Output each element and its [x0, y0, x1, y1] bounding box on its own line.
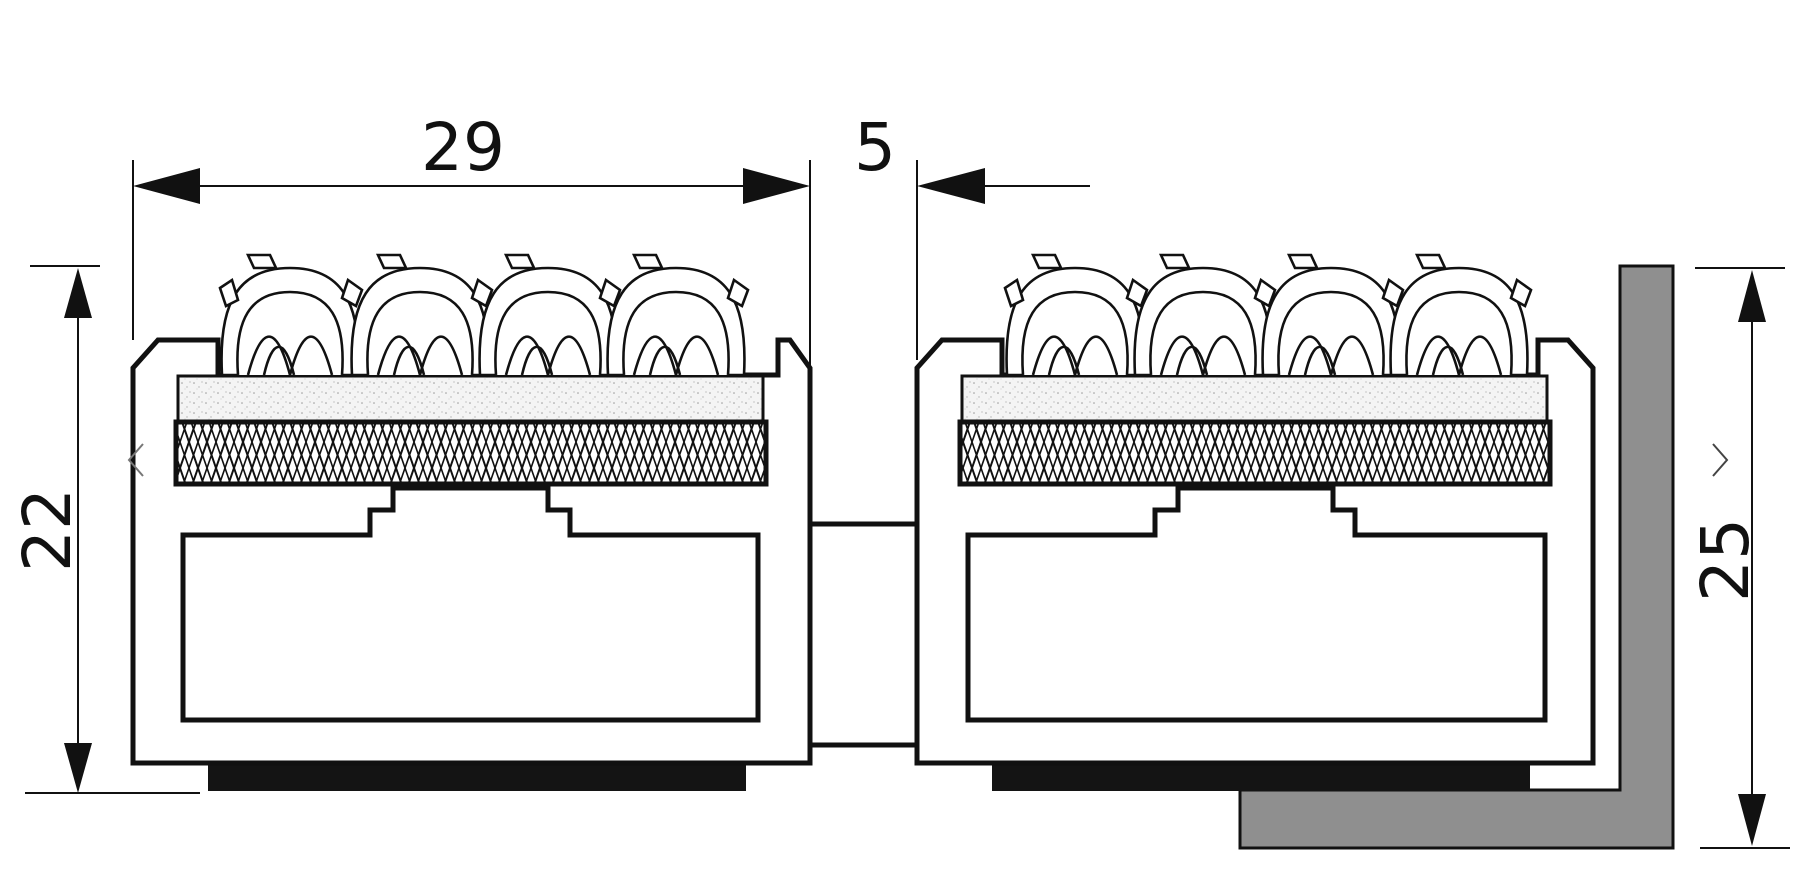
- dimension-arrowheads: [64, 168, 1766, 846]
- mesh-layer: [173, 419, 769, 487]
- dimension-label-height-left: 22: [9, 488, 86, 572]
- angle-profile: [1238, 264, 1675, 850]
- felt-layer: [960, 374, 1549, 424]
- mat-segment-left: [130, 253, 813, 791]
- segment-connector: [810, 521, 917, 748]
- carousel-next-button[interactable]: [1700, 430, 1740, 490]
- carousel-prev-button[interactable]: [116, 430, 156, 490]
- mat-segment-right: [914, 253, 1596, 791]
- chevron-left-icon: [127, 443, 144, 477]
- mesh-layer: [957, 419, 1553, 487]
- inner-chamber: [180, 485, 761, 723]
- chevron-right-icon: [1712, 443, 1729, 477]
- rubber-base: [208, 763, 746, 791]
- felt-layer: [176, 374, 765, 424]
- dimension-label-width: 29: [421, 109, 505, 186]
- dimension-label-height-right: 25: [1687, 518, 1764, 602]
- textile-loops: [218, 253, 750, 377]
- dimension-lines: [25, 160, 1790, 849]
- rubber-base: [992, 763, 1530, 791]
- inner-chamber: [965, 485, 1548, 723]
- textile-loops: [1003, 253, 1533, 377]
- dimension-label-gap: 5: [854, 109, 896, 186]
